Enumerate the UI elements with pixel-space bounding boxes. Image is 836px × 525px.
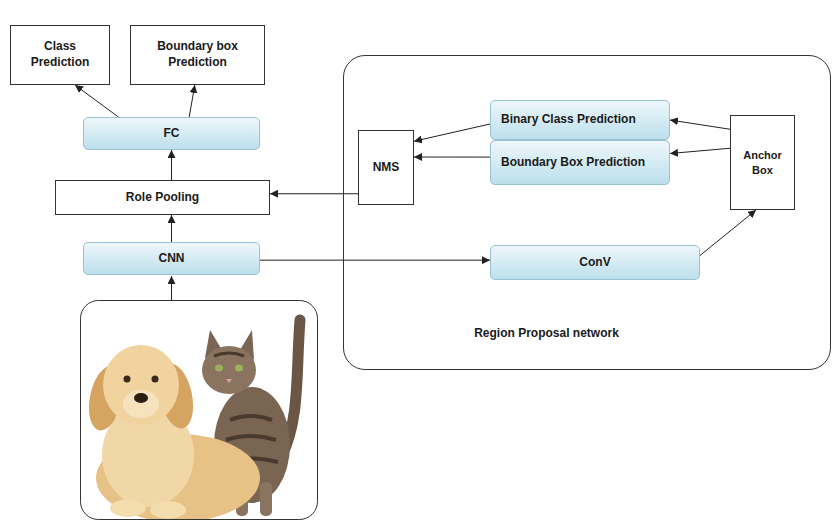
- dog-muzzle: [123, 390, 159, 418]
- dog-paw: [150, 501, 186, 519]
- dog-head: [103, 345, 179, 425]
- box-label: Binary Class Prediction: [501, 112, 636, 128]
- flow-arrow: [75, 85, 118, 117]
- cat-eye: [215, 365, 223, 372]
- pooling-box: Role Pooling: [55, 180, 270, 215]
- box-label: NMS: [373, 160, 400, 176]
- dog-nose: [134, 393, 148, 403]
- dog-cat-photo: [80, 300, 318, 520]
- cat-eye: [235, 365, 243, 372]
- prediction-box: Boundary Box Prediction: [490, 140, 670, 185]
- box-label: ConV: [579, 255, 610, 271]
- box-label: Anchor Box: [738, 148, 788, 177]
- layer-box: FC: [83, 117, 260, 150]
- box-label: Class Prediction: [20, 39, 100, 70]
- cat-leg: [260, 482, 272, 516]
- box-label: Boundary Box Prediction: [501, 155, 645, 171]
- cat-nose: [226, 379, 232, 383]
- nms-box: NMS: [358, 130, 414, 205]
- flow-arrow: [670, 148, 730, 153]
- prediction-box: Binary Class Prediction: [490, 100, 670, 140]
- box-label: CNN: [159, 251, 185, 267]
- flow-arrow: [670, 120, 730, 129]
- photo-frame: [81, 301, 318, 520]
- dog-eye: [124, 376, 131, 383]
- box-label: Role Pooling: [126, 190, 199, 206]
- flow-arrow: [171, 215, 172, 242]
- input-arrow: [171, 276, 172, 300]
- flow-arrow: [700, 210, 756, 256]
- cat-head: [202, 346, 256, 394]
- box-label: FC: [164, 126, 180, 142]
- flow-arrow: [270, 193, 358, 194]
- flow-arrow: [189, 85, 195, 117]
- output-box: Boundary box Prediction: [130, 25, 265, 85]
- output-box: Class Prediction: [10, 25, 110, 85]
- box-label: Boundary box Prediction: [148, 39, 248, 70]
- flow-arrow: [414, 157, 490, 158]
- region-title: Region Proposal network: [444, 326, 649, 342]
- conv-box: ConV: [490, 245, 700, 280]
- network-region: Region Proposal network Binary Class Pred…: [343, 55, 831, 370]
- anchor-box: Anchor Box: [730, 115, 795, 210]
- flow-arrow: [260, 260, 490, 261]
- dog-paw: [110, 499, 146, 517]
- flow-arrow: [171, 150, 172, 180]
- dog-eye: [152, 376, 159, 383]
- flow-arrow: [414, 124, 490, 141]
- cat-stripes: [214, 353, 244, 356]
- cnn-box: CNN: [83, 242, 260, 275]
